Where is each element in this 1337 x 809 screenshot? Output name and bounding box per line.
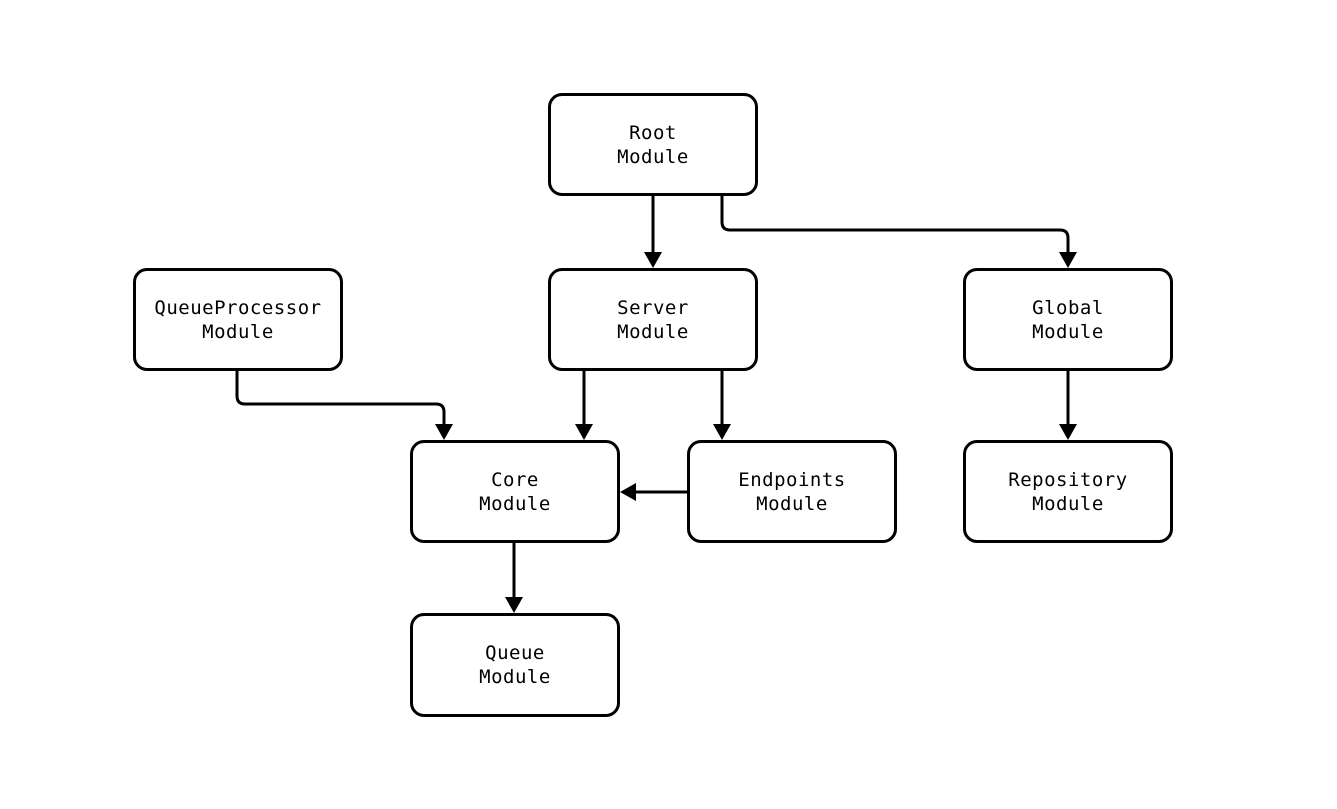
arrowhead-root-global xyxy=(1059,252,1077,268)
node-server-label-line-1: Server xyxy=(617,296,689,319)
node-global-label-line-1: Global xyxy=(1032,296,1104,319)
node-global-label-line-2: Module xyxy=(1032,320,1104,343)
node-repository-label-line-2: Module xyxy=(1032,492,1104,515)
node-queueprocessor-label-line-1: QueueProcessor xyxy=(154,296,322,319)
node-queue-label-line-2: Module xyxy=(479,666,551,688)
arrowhead-server-endpoints xyxy=(713,424,731,440)
arrowhead-queueprocessor-core xyxy=(435,424,453,440)
edge-root-global xyxy=(720,196,1070,254)
node-core-label-line-2: Module xyxy=(479,492,551,515)
node-root-label-line-1: Root xyxy=(629,121,677,144)
node-queue-label-line-1: Queue xyxy=(485,642,545,664)
arrowhead-core-queue xyxy=(505,597,523,613)
node-endpoints-label-line-1: Endpoints xyxy=(738,468,846,491)
arrowhead-server-core xyxy=(575,424,593,440)
node-root-label-line-2: Module xyxy=(617,145,689,168)
node-server-label-line-2: Module xyxy=(617,320,689,343)
node-endpoints-label-line-2: Module xyxy=(756,492,828,515)
arrowhead-endpoints-core xyxy=(620,483,636,501)
node-queueprocessor-label-line-2: Module xyxy=(202,320,274,343)
arrowhead-global-repository xyxy=(1059,424,1077,440)
edge-queueprocessor-core xyxy=(235,371,446,426)
node-core-label-line-1: Core xyxy=(491,468,539,491)
arrowhead-root-server xyxy=(644,252,662,268)
node-repository-label-line-1: Repository xyxy=(1008,468,1128,491)
